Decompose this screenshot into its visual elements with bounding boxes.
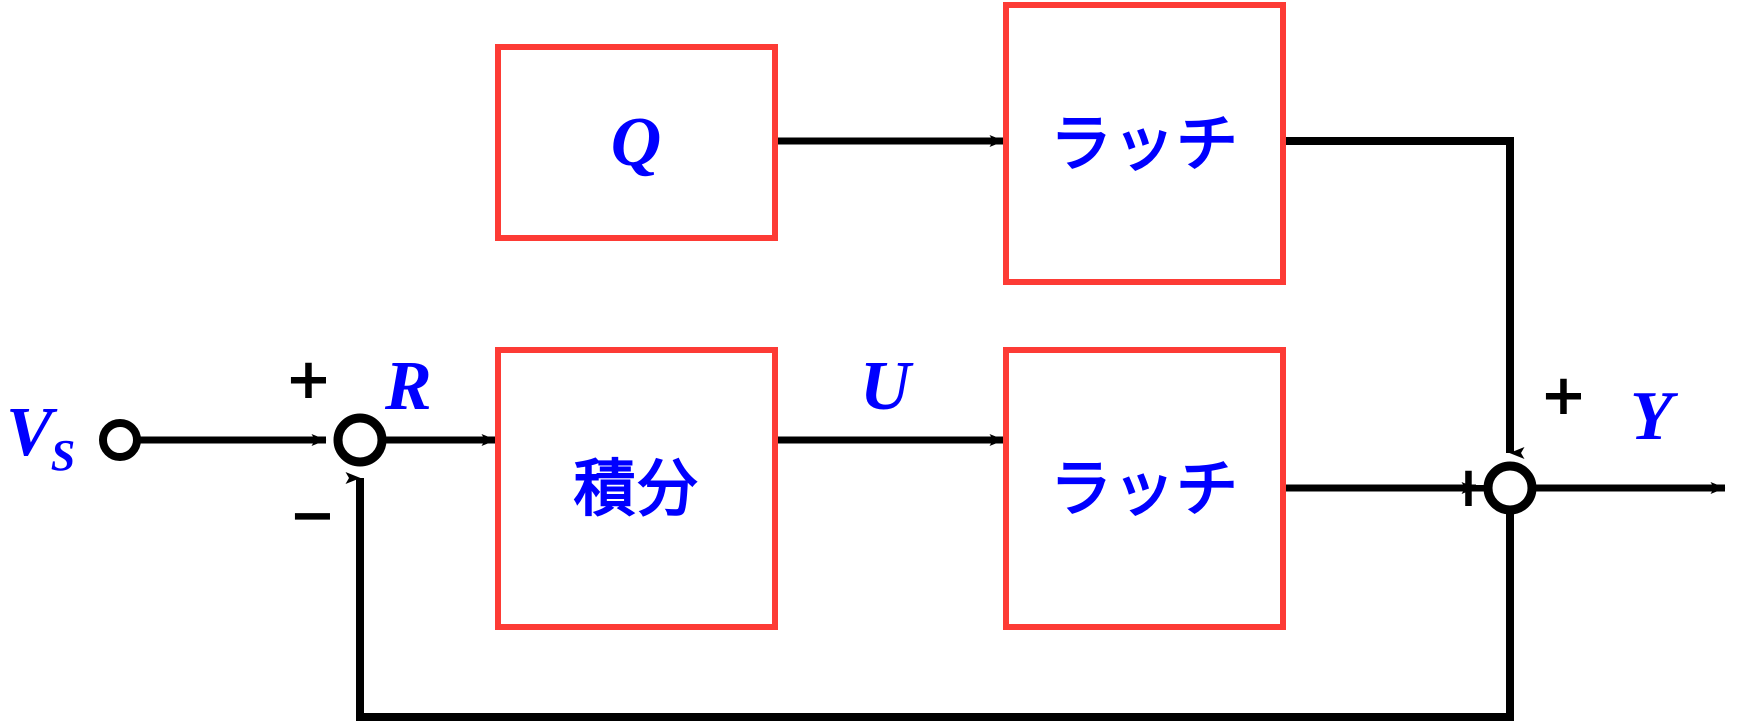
signal-label-vs-subscript: S — [50, 431, 76, 480]
block-latch-bottom-label: ラッチ — [1049, 451, 1239, 525]
block-integrator[interactable]: 積分 — [495, 347, 778, 630]
signal-label-vs: VS — [6, 398, 75, 478]
wire-feedback-loop — [345, 472, 1514, 721]
sign-plus-sum2-top: + — [1540, 363, 1587, 428]
sign-plus-sum1: + — [285, 347, 332, 412]
block-q[interactable]: Q — [495, 44, 778, 241]
sign-minus-sum1: − — [289, 483, 336, 548]
summing-junction-output — [1483, 461, 1537, 515]
signal-label-r: R — [385, 348, 432, 425]
signal-label-u: U — [860, 348, 911, 425]
block-latch-top-label: ラッチ — [1049, 106, 1239, 180]
block-q-label: Q — [610, 103, 663, 181]
input-terminal-circle — [99, 419, 141, 461]
block-latch-bottom[interactable]: ラッチ — [1003, 347, 1286, 630]
block-integrator-label: 積分 — [573, 451, 700, 525]
signal-label-vs-main: V — [6, 394, 53, 471]
summing-junction-error — [333, 413, 387, 467]
wire-latch-top-to-sum2 — [1286, 137, 1525, 459]
sign-plus-sum2-bottom: + — [1445, 455, 1492, 520]
block-latch-top[interactable]: ラッチ — [1003, 2, 1286, 285]
signal-label-y: Y — [1630, 378, 1673, 455]
